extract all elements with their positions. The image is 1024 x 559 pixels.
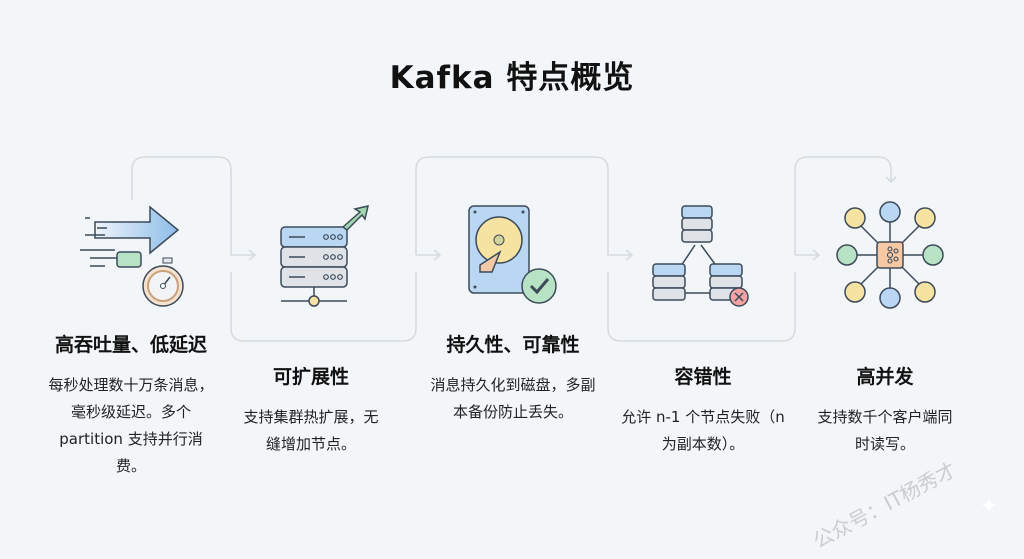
feature-fault-tolerance: 容错性 允许 n-1 个节点失败（n 为副本数）。 — [608, 362, 798, 458]
feature-title: 高并发 — [856, 366, 914, 388]
feature-durability: 持久性、可靠性 消息持久化到磁盘，多副本备份防止丢失。 — [416, 330, 610, 426]
feature-desc: 支持数千个客户端同时读写。 — [817, 408, 953, 453]
server-cluster-failure-icon — [652, 205, 749, 307]
feature-desc: 允许 n-1 个节点失败（n 为副本数）。 — [621, 408, 785, 453]
feature-title: 容错性 — [674, 366, 732, 388]
speed-arrow-stopwatch-icon — [80, 205, 184, 307]
sparkle-icon: ✦ — [979, 494, 998, 519]
feature-desc: 支持集群热扩展，无缝增加节点。 — [243, 408, 379, 453]
clients-hub-icon — [836, 201, 944, 309]
page-title: Kafka 特点概览 — [389, 60, 635, 96]
feature-desc: 每秒处理数十万条消息，毫秒级延迟。多个 partition 支持并行消费。 — [48, 376, 214, 475]
feature-scalability: 可扩展性 支持集群热扩展，无缝增加节点。 — [228, 362, 394, 458]
feature-desc: 消息持久化到磁盘，多副本备份防止丢失。 — [430, 376, 596, 421]
feature-title: 可扩展性 — [272, 366, 349, 388]
feature-title: 持久性、可靠性 — [446, 334, 580, 356]
server-scale-up-icon — [280, 204, 370, 307]
feature-throughput: 高吞吐量、低延迟 每秒处理数十万条消息，毫秒级延迟。多个 partition 支… — [36, 330, 226, 480]
disk-check-icon — [468, 205, 557, 304]
feature-concurrency: 高并发 支持数千个客户端同时读写。 — [805, 362, 965, 458]
feature-title: 高吞吐量、低延迟 — [54, 334, 207, 356]
